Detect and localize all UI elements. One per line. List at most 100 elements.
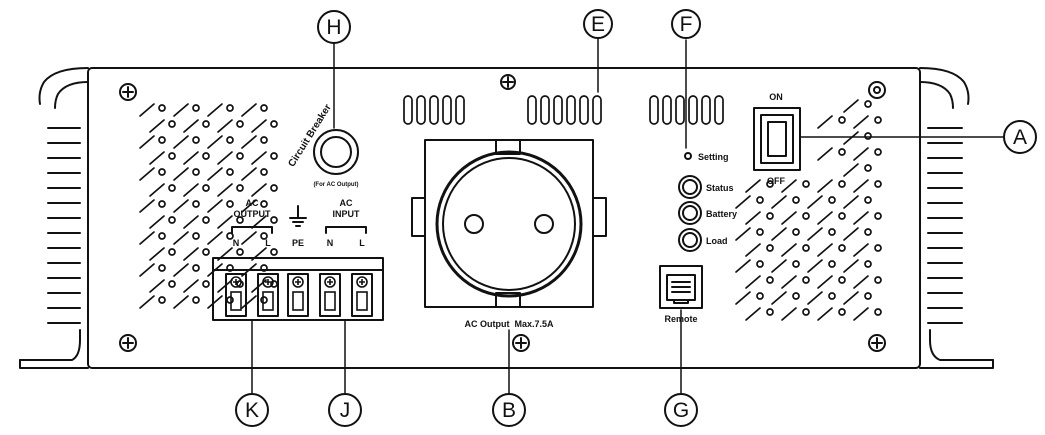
terminal-clamp	[324, 291, 336, 311]
top-vent-slots	[403, 95, 724, 125]
vent-hole	[756, 260, 764, 268]
vent-slot	[817, 211, 833, 225]
vent-slot	[843, 131, 859, 145]
vent-slot	[807, 195, 823, 209]
vent-hole	[874, 212, 882, 220]
power-switch[interactable]	[753, 107, 801, 171]
vent-slot	[183, 151, 199, 165]
vent-hole	[766, 276, 774, 284]
vent-hole	[192, 264, 200, 272]
vent-hole	[828, 228, 836, 236]
vent-slot	[745, 307, 761, 321]
vent-hole	[828, 260, 836, 268]
vent-hole	[828, 292, 836, 300]
vent-slot	[771, 259, 787, 273]
vent-hole	[158, 136, 166, 144]
vent-slot	[183, 279, 199, 293]
vent-hole	[158, 168, 166, 176]
vent-hole	[236, 280, 244, 288]
vent-hole	[792, 196, 800, 204]
terminal-post	[319, 273, 341, 317]
vent-slot	[843, 227, 859, 241]
vent-slot	[217, 119, 233, 133]
vent-slot	[139, 103, 155, 117]
vent-slot	[139, 199, 155, 213]
vent-slot	[139, 231, 155, 245]
vent-hole	[260, 232, 268, 240]
vent-hole	[802, 180, 810, 188]
screw-top-left	[119, 83, 137, 101]
status-label: Status	[706, 183, 734, 193]
vent-hole	[236, 216, 244, 224]
vent-hole	[874, 244, 882, 252]
vent-hole	[226, 296, 234, 304]
vent-hole	[168, 120, 176, 128]
vent-slot	[429, 95, 439, 125]
vent-slot	[217, 183, 233, 197]
vent-slot	[207, 295, 223, 309]
vent-hole	[202, 120, 210, 128]
setting-label: Setting	[698, 152, 729, 162]
right-vent-slots	[735, 99, 882, 321]
vent-slot	[207, 167, 223, 181]
vent-slot	[149, 279, 165, 293]
screw-bottom-right	[868, 334, 886, 352]
vent-hole	[874, 116, 882, 124]
vent-slot	[149, 183, 165, 197]
vent-slot	[735, 195, 751, 209]
vent-slot	[843, 163, 859, 177]
vent-slot	[843, 195, 859, 209]
vent-hole	[838, 276, 846, 284]
circuit-breaker[interactable]	[313, 129, 359, 175]
vent-hole	[168, 248, 176, 256]
vent-slot	[843, 259, 859, 273]
left-cooling-fins	[47, 127, 81, 324]
vent-hole	[828, 196, 836, 204]
vent-slot	[455, 95, 465, 125]
vent-slot	[173, 231, 189, 245]
vent-slot	[173, 103, 189, 117]
vent-hole	[168, 152, 176, 160]
vent-slot	[241, 199, 257, 213]
vent-slot	[139, 263, 155, 277]
vent-hole	[766, 308, 774, 316]
vent-hole	[168, 184, 176, 192]
vent-slot	[403, 95, 413, 125]
ac-output-label-line1: AC	[246, 198, 259, 208]
vent-hole	[756, 292, 764, 300]
vent-hole	[756, 196, 764, 204]
vent-hole	[766, 180, 774, 188]
vent-slot	[251, 119, 267, 133]
vent-slot	[781, 307, 797, 321]
terminal-screw-icon	[262, 276, 274, 288]
load-label: Load	[706, 236, 728, 246]
vent-slot	[217, 151, 233, 165]
right-cooling-fins	[927, 127, 963, 324]
vent-hole	[838, 308, 846, 316]
vent-hole	[874, 308, 882, 316]
vent-slot	[853, 147, 869, 161]
status-led	[678, 175, 702, 199]
vent-slot	[592, 95, 602, 125]
screw-bottom-left	[119, 334, 137, 352]
vent-slot	[675, 95, 685, 125]
vent-hole	[864, 164, 872, 172]
vent-slot	[817, 179, 833, 193]
remote-jack[interactable]	[659, 265, 703, 309]
vent-hole	[260, 136, 268, 144]
vent-slot	[771, 195, 787, 209]
vent-slot	[207, 135, 223, 149]
terminal-clamp	[292, 291, 304, 311]
vent-slot	[207, 103, 223, 117]
vent-hole	[874, 148, 882, 156]
front-plate	[87, 67, 921, 369]
terminal-clamp	[262, 291, 274, 311]
ac-output-rating-label: AC Output Max.7.5A	[464, 319, 554, 329]
vent-hole	[260, 168, 268, 176]
vent-slot	[853, 179, 869, 193]
vent-hole	[766, 244, 774, 252]
callout-e: E	[591, 13, 605, 36]
vent-hole	[260, 104, 268, 112]
vent-slot	[173, 167, 189, 181]
vent-slot	[745, 179, 761, 193]
